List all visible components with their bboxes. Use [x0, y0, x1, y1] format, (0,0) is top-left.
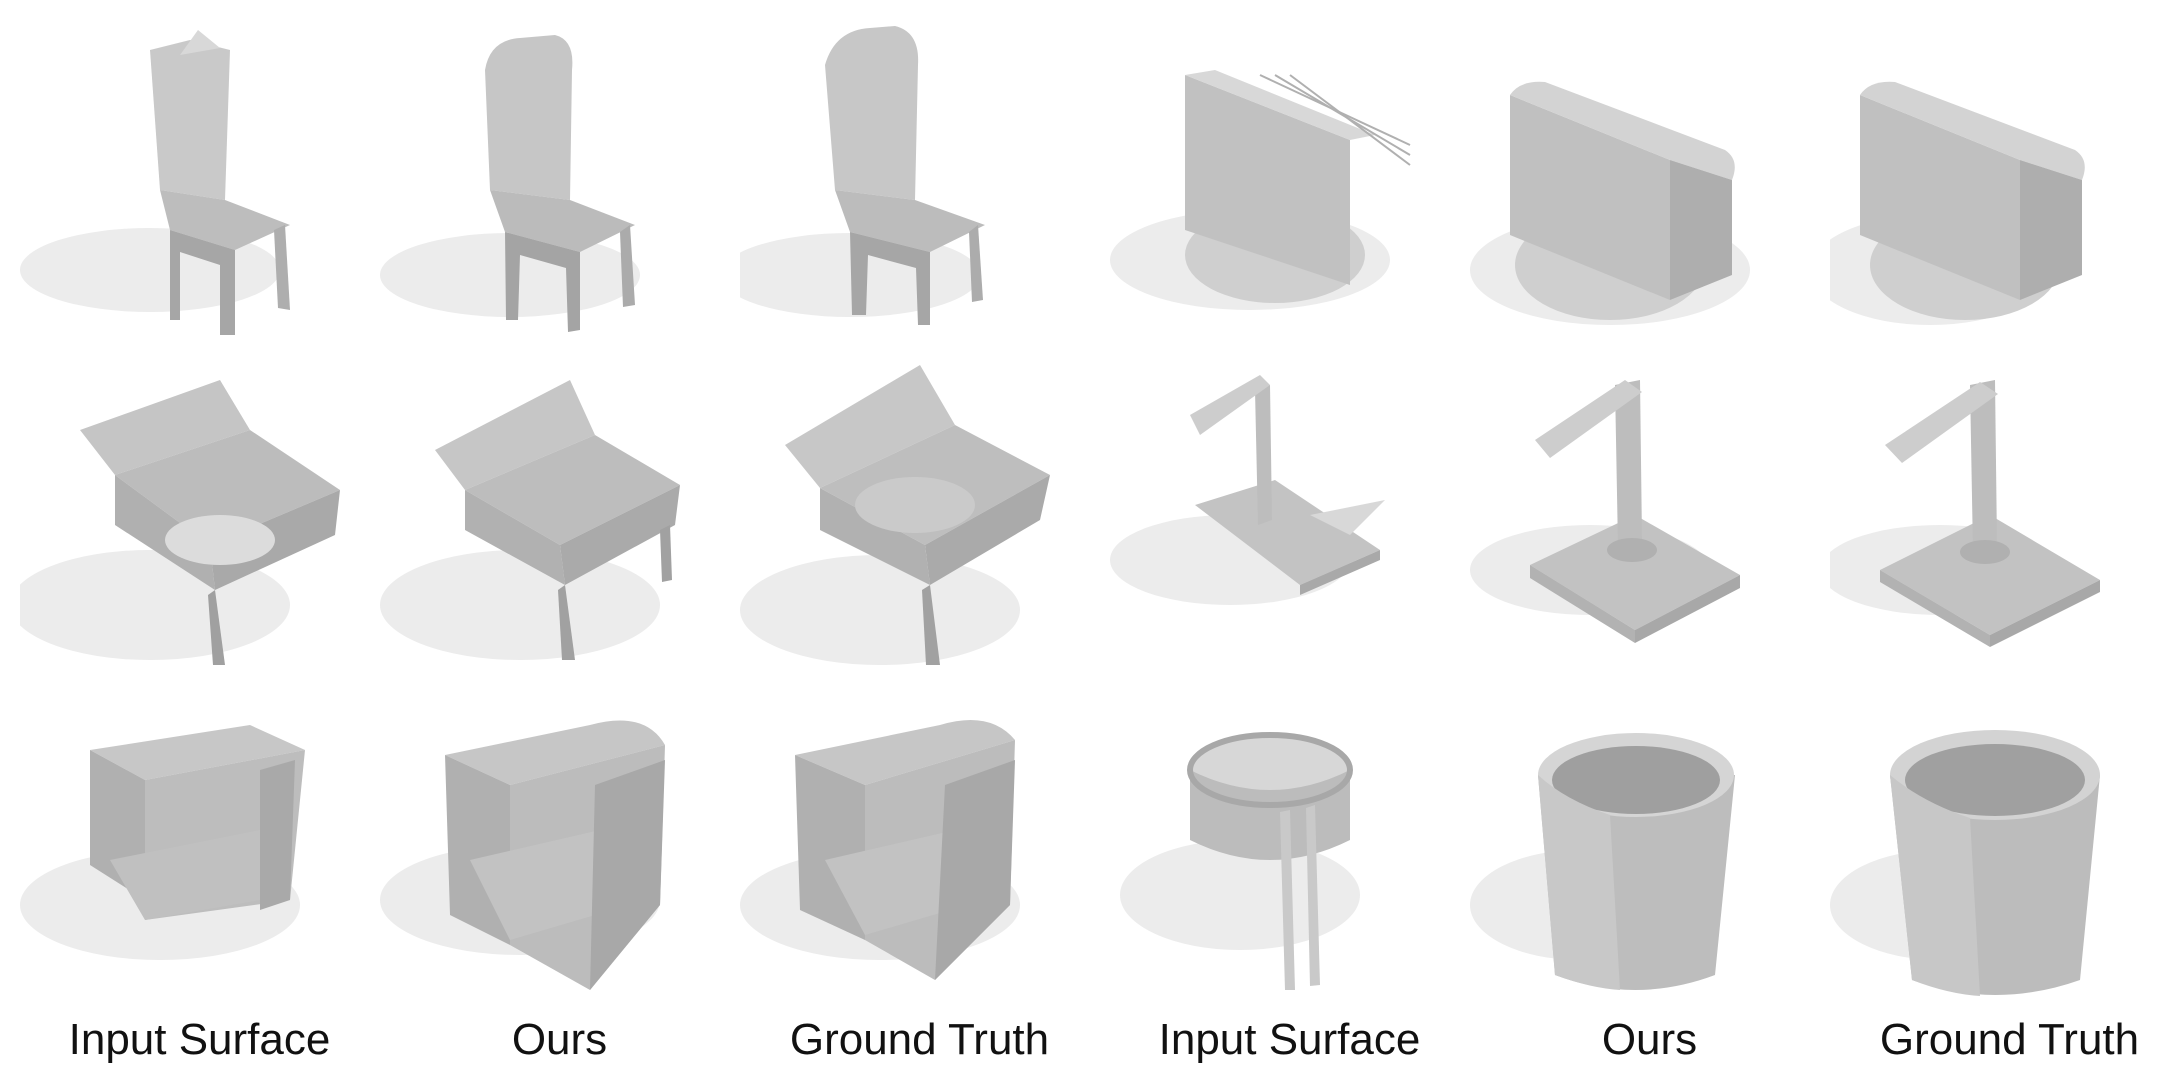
sofa-chair-ours — [380, 700, 739, 1030]
column-label-ours: Ours — [511, 1015, 608, 1064]
bin-ours — [1470, 700, 1829, 1030]
sofa-chair-ground-truth — [740, 700, 1099, 1030]
desk-lamp-ground-truth — [1830, 360, 2158, 690]
armchair-ours — [380, 360, 739, 690]
bin-input-surface — [1110, 700, 1469, 1030]
sofa-chair-input-surface — [20, 700, 379, 1030]
column-label-ground-truth: Ground Truth — [1879, 1015, 2140, 1064]
chair-input-surface — [20, 20, 379, 350]
chair-ground-truth — [740, 20, 1099, 350]
column-label-input-surface: Input Surface — [1158, 1015, 1421, 1064]
column-label-ours: Ours — [1601, 1015, 1698, 1064]
desk-lamp-input-surface — [1110, 360, 1469, 690]
monitor-ours — [1470, 20, 1829, 350]
bin-ground-truth — [1830, 700, 2158, 1030]
desk-lamp-ours — [1470, 360, 1829, 690]
monitor-ground-truth — [1830, 20, 2158, 350]
column-label-ground-truth: Ground Truth — [789, 1015, 1050, 1064]
monitor-input-surface — [1110, 20, 1469, 350]
armchair-ground-truth — [740, 360, 1099, 690]
column-label-input-surface: Input Surface — [68, 1015, 331, 1064]
armchair-input-surface — [20, 360, 379, 690]
chair-ours — [380, 20, 739, 350]
